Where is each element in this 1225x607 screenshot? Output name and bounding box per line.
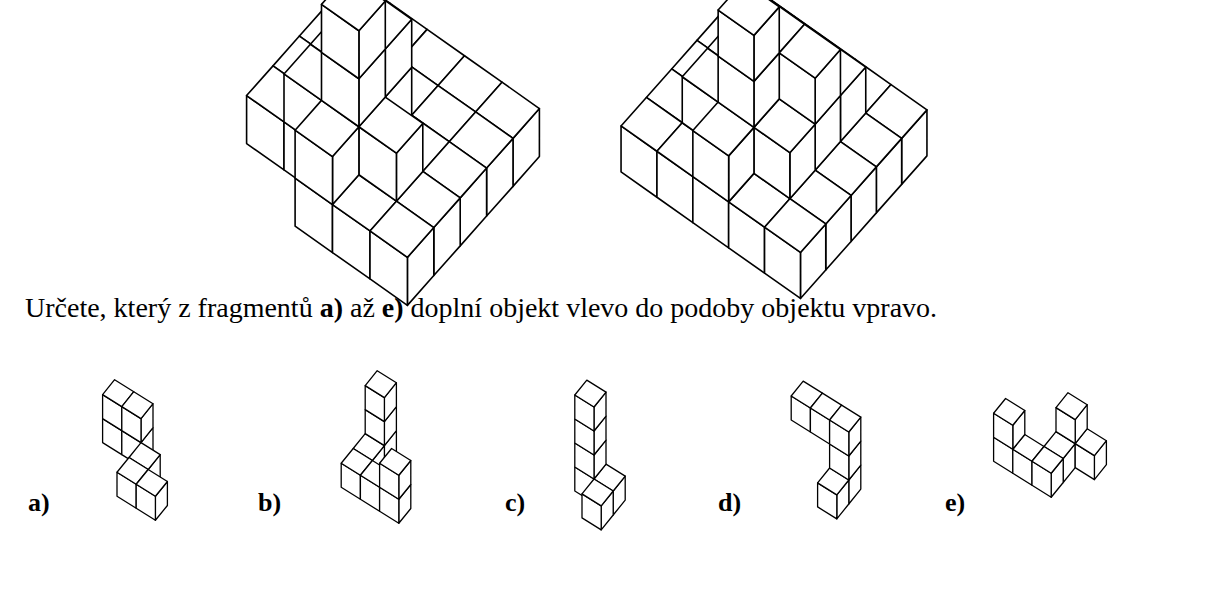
fragment-e xyxy=(994,393,1107,498)
option-label: b) xyxy=(258,488,281,518)
cube-face xyxy=(136,469,167,496)
cube-face xyxy=(575,380,606,407)
option-label: e) xyxy=(945,488,965,518)
cube-face xyxy=(365,371,396,398)
cube-face xyxy=(1032,446,1063,473)
option-reference: a) xyxy=(320,292,343,323)
question-text-part: doplní objekt vlevo do podoby objektu vp… xyxy=(411,292,938,323)
fragment-b xyxy=(341,371,411,524)
cube-face xyxy=(370,201,434,257)
option-label: d) xyxy=(718,488,741,518)
question-text-part: Určete, který z fragmentů xyxy=(25,292,313,323)
right-object xyxy=(621,0,927,298)
cube-face xyxy=(122,392,153,419)
question-text: Určete, který z fragmentů a) až e) dopln… xyxy=(25,286,1120,330)
fragment-c xyxy=(575,380,625,530)
fragment-a xyxy=(103,380,168,521)
option-label: c) xyxy=(505,488,525,518)
cube-face xyxy=(380,448,411,475)
left-object xyxy=(247,0,540,305)
option-label: a) xyxy=(28,488,50,518)
cube-face xyxy=(582,479,613,506)
cube-face xyxy=(1056,393,1087,420)
cube-face xyxy=(779,24,840,78)
fragment-d xyxy=(791,381,861,519)
cube-face xyxy=(830,405,861,432)
cube-face xyxy=(322,0,386,31)
option-reference: e) xyxy=(382,292,404,323)
cube-face xyxy=(994,398,1025,425)
cube-face xyxy=(765,199,826,253)
question-text-part: až xyxy=(350,292,375,323)
cube-face xyxy=(718,0,779,35)
